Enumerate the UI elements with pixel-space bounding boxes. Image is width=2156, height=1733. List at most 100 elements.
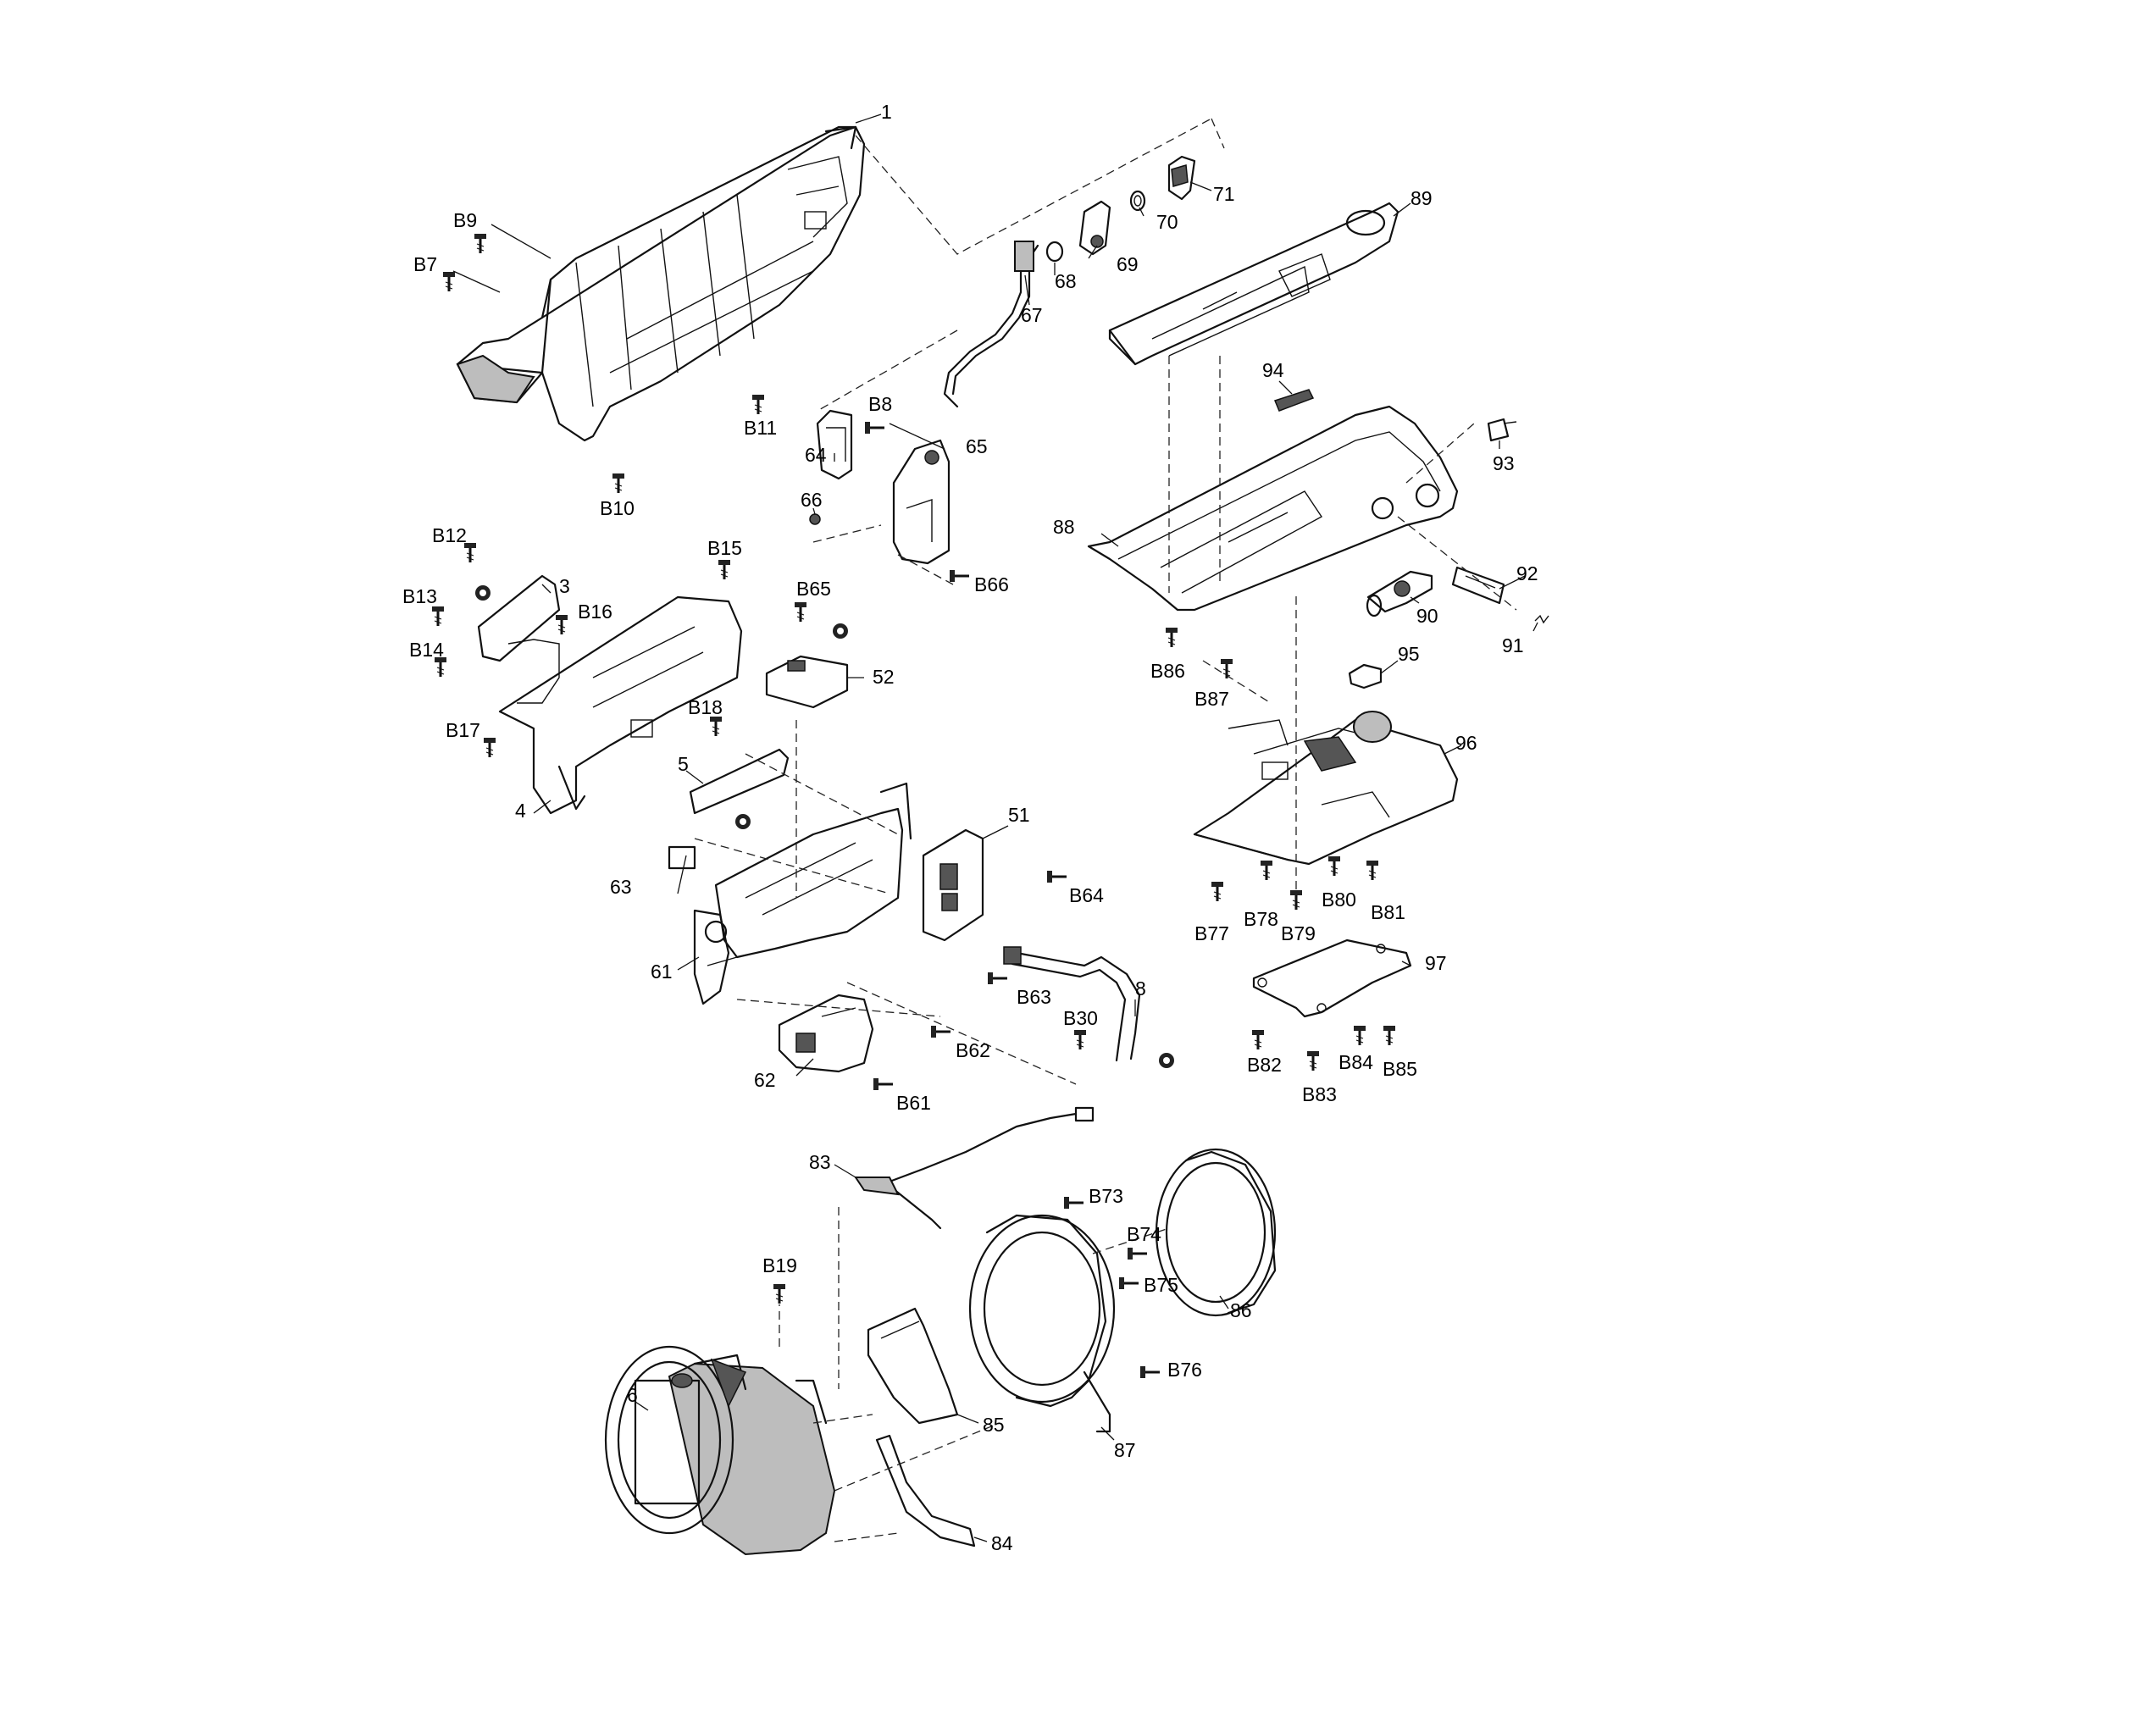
- label-8: 8: [1135, 977, 1146, 999]
- label-B78: B78: [1244, 908, 1278, 930]
- part-labels: 1 B9 B7 B11 B10 71 70 69 68 67 89 94 93 …: [402, 101, 1538, 1554]
- part-67-flex-cable: [943, 240, 1039, 408]
- label-B11: B11: [744, 417, 777, 439]
- part-central-chassis: [668, 782, 912, 1005]
- label-6: 6: [627, 1384, 638, 1406]
- label-97: 97: [1425, 952, 1447, 974]
- label-5: 5: [678, 753, 689, 775]
- label-B76: B76: [1167, 1359, 1202, 1381]
- label-B86: B86: [1150, 660, 1185, 682]
- label-B77: B77: [1194, 922, 1229, 944]
- part-95-cap: [1348, 663, 1383, 689]
- label-89: 89: [1411, 187, 1433, 209]
- label-B82: B82: [1247, 1054, 1282, 1076]
- label-B10: B10: [600, 497, 635, 519]
- part-94-slider: [1273, 389, 1315, 412]
- label-68: 68: [1055, 270, 1077, 292]
- label-64: 64: [805, 444, 827, 466]
- label-B7: B7: [413, 253, 437, 275]
- label-86: 86: [1230, 1299, 1252, 1321]
- screws: [430, 232, 1397, 1380]
- label-B13: B13: [402, 585, 437, 607]
- part-71-bracket: [1167, 155, 1196, 201]
- label-4: 4: [515, 800, 526, 822]
- label-91: 91: [1502, 634, 1524, 656]
- label-51: 51: [1008, 804, 1030, 826]
- part-66-spring: [809, 513, 821, 525]
- label-B75: B75: [1144, 1274, 1178, 1296]
- label-B9: B9: [453, 209, 477, 231]
- label-69: 69: [1117, 253, 1139, 275]
- part-6-lens-assembly: [604, 1345, 836, 1556]
- label-leaders: [452, 114, 1538, 1542]
- label-92: 92: [1516, 562, 1538, 584]
- part-70-cap: [1129, 190, 1146, 212]
- label-71: 71: [1213, 183, 1235, 205]
- part-93-small-part: [1487, 418, 1517, 442]
- label-94: 94: [1262, 359, 1284, 381]
- label-B64: B64: [1069, 884, 1104, 906]
- label-B66: B66: [974, 573, 1009, 595]
- label-52: 52: [873, 666, 895, 688]
- label-B16: B16: [578, 601, 612, 623]
- label-B74: B74: [1127, 1223, 1161, 1245]
- part-89-top-cover: [1108, 202, 1399, 366]
- part-86-ring: [1155, 1148, 1277, 1317]
- label-B63: B63: [1017, 986, 1051, 1008]
- part-64-bracket: [816, 409, 853, 480]
- label-B12: B12: [432, 524, 467, 546]
- label-70: 70: [1156, 211, 1178, 233]
- label-62: 62: [754, 1069, 776, 1091]
- label-93: 93: [1493, 452, 1515, 474]
- label-83: 83: [809, 1151, 831, 1173]
- label-B61: B61: [896, 1092, 931, 1114]
- part-62-unit: [778, 994, 874, 1073]
- part-1-case: [456, 125, 866, 442]
- part-4-frame: [498, 595, 743, 815]
- label-B87: B87: [1194, 688, 1229, 710]
- part-68-knob: [1045, 241, 1064, 263]
- part-88-top-frame: [1087, 405, 1459, 612]
- label-95: 95: [1398, 643, 1420, 665]
- part-83-cable: [854, 1106, 1095, 1230]
- label-B73: B73: [1089, 1185, 1123, 1207]
- label-B19: B19: [762, 1254, 797, 1276]
- label-B65: B65: [796, 578, 831, 600]
- part-97-bottom-plate: [1252, 938, 1412, 1018]
- part-52-block: [765, 655, 849, 709]
- label-84: 84: [991, 1532, 1013, 1554]
- label-85: 85: [983, 1414, 1005, 1436]
- label-61: 61: [651, 961, 673, 983]
- label-B84: B84: [1338, 1051, 1373, 1073]
- part-92-plate: [1451, 566, 1505, 605]
- label-B18: B18: [688, 696, 723, 718]
- label-88: 88: [1053, 516, 1075, 538]
- label-90: 90: [1416, 605, 1438, 627]
- label-3: 3: [559, 575, 570, 597]
- label-87: 87: [1114, 1439, 1136, 1461]
- label-63: 63: [610, 876, 632, 898]
- part-87-ring: [968, 1214, 1116, 1433]
- label-B62: B62: [956, 1039, 990, 1061]
- part-96-mechanism: [1193, 711, 1459, 866]
- part-90-zoom-lever: [1366, 570, 1433, 617]
- label-B30: B30: [1063, 1007, 1098, 1029]
- part-69-switch: [1078, 200, 1111, 256]
- label-B80: B80: [1322, 889, 1356, 911]
- dashed-leaders: [694, 118, 1517, 1542]
- label-B83: B83: [1302, 1083, 1337, 1105]
- label-B85: B85: [1383, 1058, 1417, 1080]
- label-67: 67: [1021, 304, 1043, 326]
- label-B14: B14: [409, 639, 444, 661]
- part-3-board: [477, 574, 561, 704]
- label-B15: B15: [707, 537, 742, 559]
- part-8-flex: [1003, 946, 1141, 1062]
- label-66: 66: [801, 489, 823, 511]
- part-85-cover-strip: [867, 1307, 959, 1425]
- part-91-spring: [1534, 614, 1549, 624]
- label-B17: B17: [446, 719, 480, 741]
- label-96: 96: [1455, 732, 1477, 754]
- part-84-cover-strip: [875, 1434, 976, 1548]
- label-1: 1: [881, 101, 892, 123]
